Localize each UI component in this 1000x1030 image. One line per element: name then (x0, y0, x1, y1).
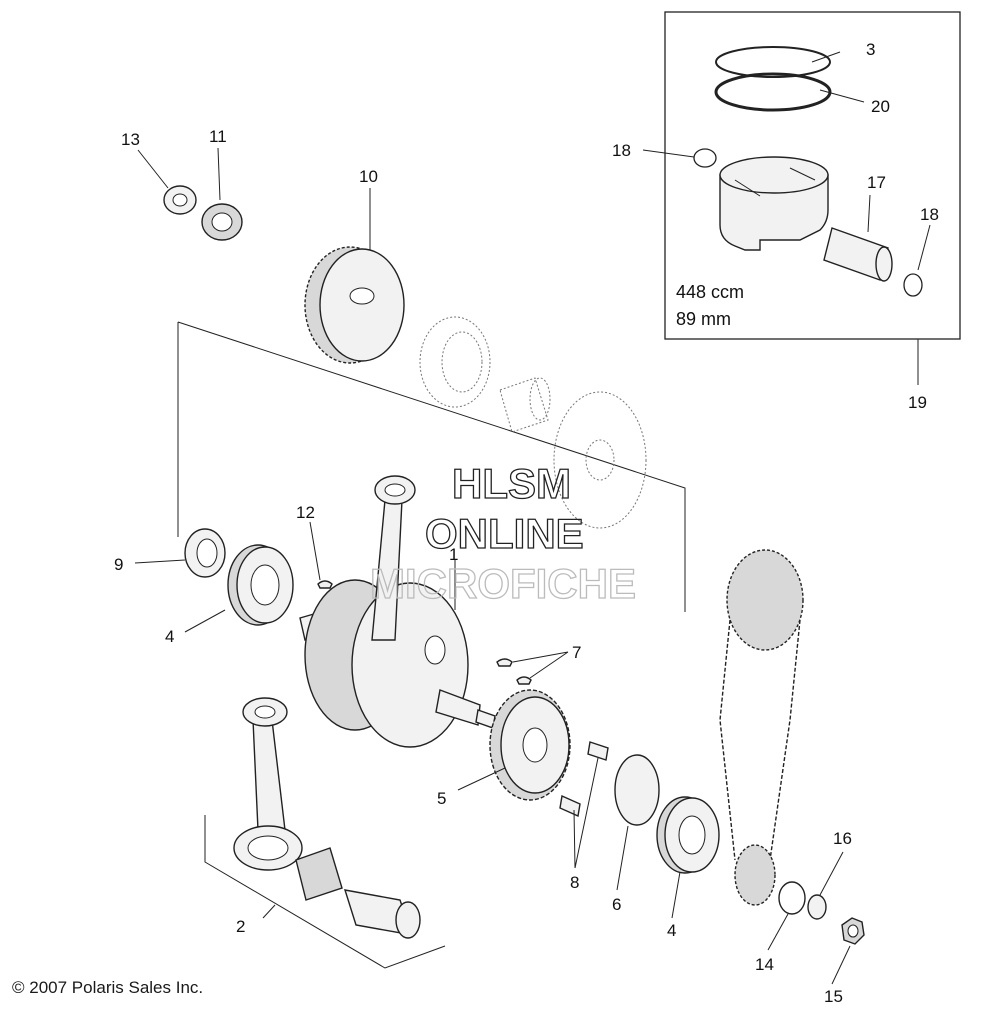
callout-19: 19 (908, 393, 927, 412)
oil-seal-13 (163, 185, 197, 215)
callout-6: 6 (612, 895, 621, 914)
woodruff-key-12 (317, 580, 333, 589)
main-bearing-right (656, 796, 720, 874)
leader-lines (134, 51, 931, 985)
snap-ring-14 (778, 881, 806, 915)
callout-15: 15 (824, 987, 843, 1006)
needle-bearing (499, 377, 551, 433)
callout-11: 11 (209, 127, 227, 146)
oil-seal-9 (184, 528, 226, 578)
ghost-sprocket (553, 391, 647, 529)
callout-7: 7 (572, 643, 581, 662)
callout-4b: 4 (667, 921, 676, 940)
bolt-upper (587, 741, 609, 761)
piston-kit-inset: 448 ccm 89 mm (664, 11, 961, 340)
callout-10: 10 (359, 167, 378, 186)
starter-gear-10 (304, 246, 405, 364)
needle-bearing-lower (295, 847, 343, 901)
callout-13: 13 (121, 130, 140, 149)
main-bearing-left (227, 544, 294, 626)
copyright-notice: © 2007 Polaris Sales Inc. (12, 978, 204, 997)
callout-2: 2 (236, 917, 245, 936)
piston (719, 156, 829, 251)
callout-9: 9 (114, 555, 123, 574)
watermark: HLSM ONLINE MICROFICHE (369, 459, 636, 607)
circlip-right (903, 273, 923, 297)
bolt-lower (559, 794, 581, 818)
piston-ring-bottom (714, 72, 832, 112)
crank-gear-5 (489, 689, 571, 801)
callout-8: 8 (570, 873, 579, 892)
callout-5: 5 (437, 789, 446, 808)
callout-1: 1 (449, 545, 458, 564)
circlip-left (693, 148, 717, 168)
callout-20: 20 (871, 97, 890, 116)
callout-3: 3 (866, 40, 875, 59)
piston-ring-top (715, 46, 831, 78)
callout-18b: 18 (920, 205, 939, 224)
watermark-line-3: MICROFICHE (370, 560, 636, 607)
inset-bore: 89 mm (676, 309, 731, 329)
nut-15 (841, 917, 865, 945)
woodruff-key-7b (516, 676, 532, 685)
thrust-washer-6 (614, 754, 660, 826)
callout-14: 14 (755, 955, 774, 974)
cam-chain (719, 549, 804, 906)
callout-17: 17 (867, 173, 886, 192)
bearing-11 (201, 203, 243, 241)
crank-pin (343, 889, 421, 939)
callout-12: 12 (296, 503, 315, 522)
assembly-bracket-lines (177, 321, 686, 969)
washer-16 (807, 894, 827, 920)
callout-4a: 4 (165, 627, 174, 646)
watermark-line-1: HLSM (452, 460, 571, 507)
woodruff-key-7a (496, 658, 513, 667)
callout-16: 16 (833, 829, 852, 848)
connecting-rod-upper (371, 475, 416, 641)
watermark-line-2: ONLINE (425, 510, 584, 557)
piston-pin (823, 227, 893, 282)
inset-displacement: 448 ccm (676, 282, 744, 302)
ghost-bearing (419, 316, 491, 408)
callout-labels: 1 2 3 4 4 5 6 7 8 9 10 11 12 13 14 15 16… (114, 40, 939, 1006)
callout-18a: 18 (612, 141, 631, 160)
connecting-rod-lower (233, 697, 303, 871)
